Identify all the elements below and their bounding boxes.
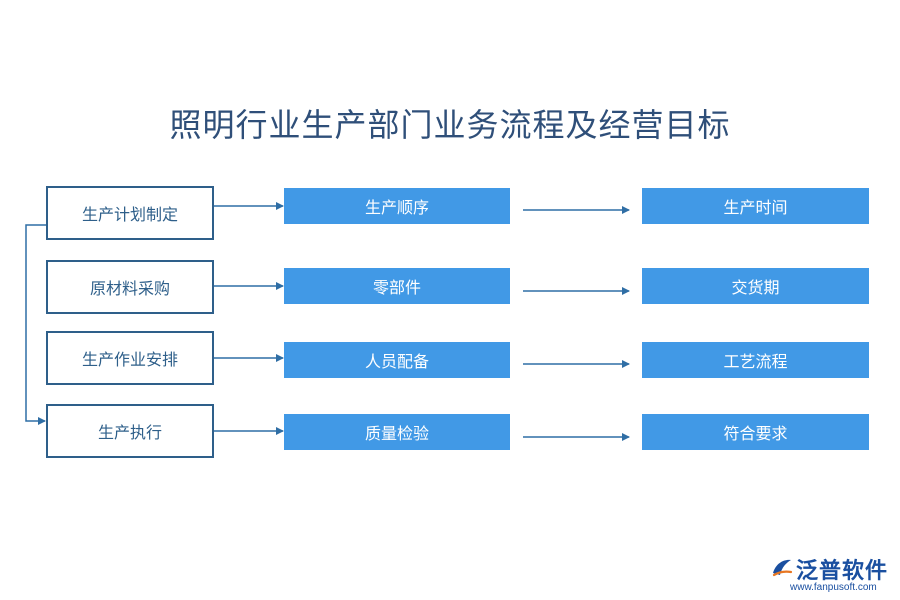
brand-logo: 泛普软件 www.fanpusoft.com [770, 553, 896, 598]
flow-diagram: 生产计划制定 生产顺序 生产时间 原材料采购 零部件 交货期 生产作业安排 人员… [0, 180, 900, 480]
target-box-process-flow: 工艺流程 [642, 342, 869, 378]
logo-mark-icon [772, 559, 793, 577]
target-box-production-time: 生产时间 [642, 188, 869, 224]
step-box-work-arrangement: 生产作业安排 [46, 331, 214, 385]
item-box-production-order: 生产顺序 [284, 188, 510, 224]
logo-name: 泛普软件 [796, 559, 889, 584]
item-box-quality-inspection: 质量检验 [284, 414, 510, 450]
target-box-meets-requirements: 符合要求 [642, 414, 869, 450]
diagram-title: 照明行业生产部门业务流程及经营目标 [169, 106, 731, 144]
item-box-parts: 零部件 [284, 268, 510, 304]
connector-layer [25, 202, 630, 441]
step-box-material-purchase: 原材料采购 [46, 260, 214, 314]
item-box-staffing: 人员配备 [284, 342, 510, 378]
logo-url: www.fanpusoft.com [790, 582, 877, 593]
target-box-delivery-date: 交货期 [642, 268, 869, 304]
step-box-production-execution: 生产执行 [46, 404, 214, 458]
step-box-production-plan: 生产计划制定 [46, 186, 214, 240]
bracket-connector [25, 224, 46, 425]
